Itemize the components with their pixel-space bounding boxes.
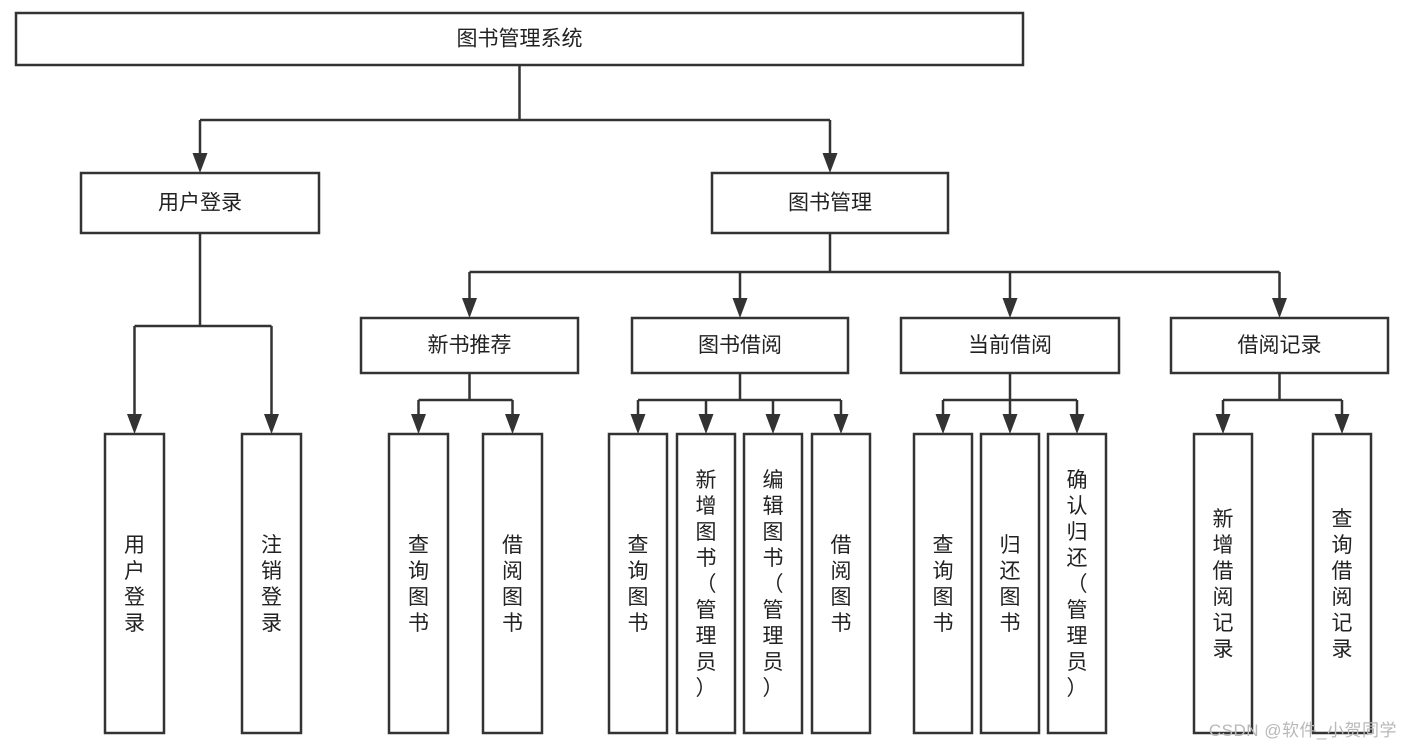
node-leaf-edit-book[interactable]: 编辑图书（管理员） (742, 432, 804, 735)
node-current-borrow[interactable]: 当前借阅 (899, 316, 1121, 375)
node-root[interactable]: 图书管理系统 (14, 11, 1025, 67)
node-label: 新书推荐 (428, 334, 512, 357)
node-label: 借阅图书 (502, 534, 523, 635)
node-label: 新增借阅记录 (1213, 508, 1234, 661)
node-label: 确认归还（管理员） (1067, 469, 1088, 700)
node-label: 当前借阅 (968, 334, 1052, 357)
connector-group-root (192, 65, 838, 173)
node-label: 查询图书 (408, 534, 429, 635)
node-new-book-rec[interactable]: 新书推荐 (359, 316, 580, 375)
node-leaf-borrow-book-2[interactable]: 借阅图书 (810, 432, 872, 735)
connector-group-borrow-record (1215, 373, 1350, 434)
node-leaf-query-book-1[interactable]: 查询图书 (387, 432, 450, 735)
node-label: 查询图书 (628, 534, 649, 635)
node-book-borrow[interactable]: 图书借阅 (630, 316, 850, 375)
node-leaf-add-book[interactable]: 新增图书（管理员） (675, 432, 737, 735)
node-label: 注销登录 (261, 534, 282, 635)
connector-group-book-borrow (630, 373, 849, 434)
node-label: 借阅记录 (1238, 334, 1322, 357)
node-label: 查询借阅记录 (1332, 508, 1353, 661)
connector-group-book-manage (462, 233, 1287, 318)
node-label: 图书借阅 (698, 334, 782, 357)
node-label: 用户登录 (158, 192, 242, 215)
node-label: 新增图书（管理员） (696, 469, 717, 700)
node-leaf-query-record[interactable]: 查询借阅记录 (1311, 432, 1373, 735)
node-label: 归还图书 (1000, 534, 1021, 635)
node-leaf-user-logout[interactable]: 注销登录 (240, 432, 303, 735)
node-leaf-query-book-3[interactable]: 查询图书 (912, 432, 974, 735)
node-leaf-add-record[interactable]: 新增借阅记录 (1192, 432, 1254, 735)
node-label: 用户登录 (124, 534, 145, 635)
node-label: 查询图书 (933, 534, 954, 635)
connector-layer (127, 65, 1350, 434)
node-leaf-confirm-return[interactable]: 确认归还（管理员） (1046, 432, 1108, 735)
node-borrow-record[interactable]: 借阅记录 (1169, 316, 1390, 375)
node-leaf-borrow-book-1[interactable]: 借阅图书 (481, 432, 544, 735)
node-layer: 图书管理系统用户登录图书管理新书推荐图书借阅当前借阅借阅记录用户登录注销登录查询… (14, 11, 1390, 735)
node-label: 图书管理系统 (457, 28, 583, 51)
watermark-text: CSDN @软件_小贺同学 (1208, 721, 1397, 740)
connector-group-new-book-rec (411, 373, 520, 434)
node-leaf-return-book[interactable]: 归还图书 (979, 432, 1041, 735)
node-leaf-user-login[interactable]: 用户登录 (103, 432, 166, 735)
node-user-login[interactable]: 用户登录 (79, 171, 321, 235)
node-label: 编辑图书（管理员） (763, 469, 784, 700)
connector-group-current-borrow (935, 373, 1085, 434)
node-leaf-query-book-2[interactable]: 查询图书 (607, 432, 669, 735)
connector-group-user-login (127, 233, 279, 434)
node-label: 图书管理 (788, 192, 872, 215)
node-label: 借阅图书 (831, 534, 852, 635)
node-book-manage[interactable]: 图书管理 (710, 171, 950, 235)
